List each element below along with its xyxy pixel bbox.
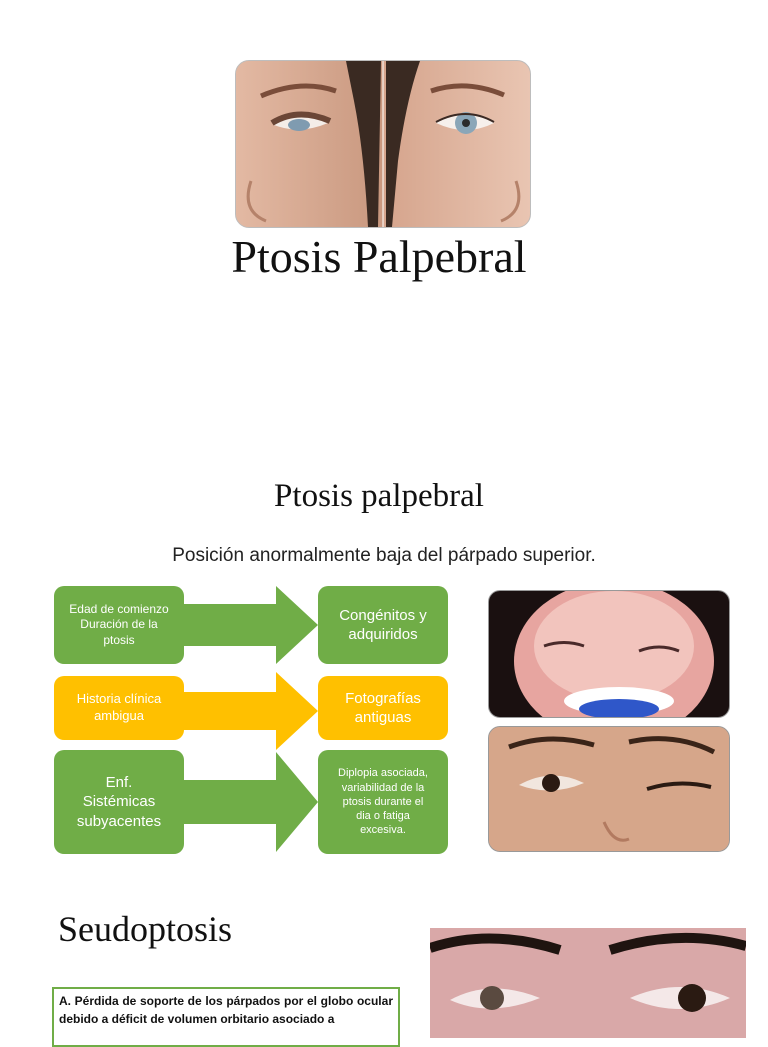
- content-slide: Ptosis palpebral Posición anormalmente b…: [0, 440, 768, 880]
- row1-left-box: Edad de comienzo Duración de la ptosis: [54, 586, 184, 664]
- row2-arrow-icon: [184, 672, 318, 750]
- title-slide: Ptosis Palpebral: [0, 0, 768, 420]
- infant-photo: [488, 590, 730, 718]
- row3-left-box: Enf. Sistémicas subyacentes: [54, 750, 184, 854]
- child-photo: [488, 726, 730, 852]
- row3-arrow-icon: [184, 752, 318, 852]
- row2-left-box: Historia clínica ambigua: [54, 676, 184, 740]
- face-illustration: [236, 61, 530, 227]
- pseudoptosis-slide: Seudoptosis A. Pérdida de soporte de los…: [0, 890, 768, 1047]
- ptosis-comparison-photo: [235, 60, 531, 228]
- row2-right-box: Fotografías antiguas: [318, 676, 448, 740]
- row1-arrow-icon: [184, 586, 318, 664]
- infant-face-image: [514, 591, 714, 717]
- slide-heading: Seudoptosis: [58, 909, 233, 949]
- adult-eyes-image: [430, 928, 746, 1038]
- adult-eyes-photo: [430, 928, 746, 1038]
- definition-textbox: A. Pérdida de soporte de los párpados po…: [52, 987, 400, 1047]
- slide-heading: Ptosis palpebral: [274, 478, 484, 514]
- child-face-image: [489, 727, 729, 851]
- row3-right-box: Diplopia asociada, variabilidad de la pt…: [318, 750, 448, 854]
- row1-right-box: Congénitos y adquiridos: [318, 586, 448, 664]
- slide-title: Ptosis Palpebral: [231, 231, 527, 282]
- definition-text: Posición anormalmente baja del párpado s…: [172, 545, 596, 566]
